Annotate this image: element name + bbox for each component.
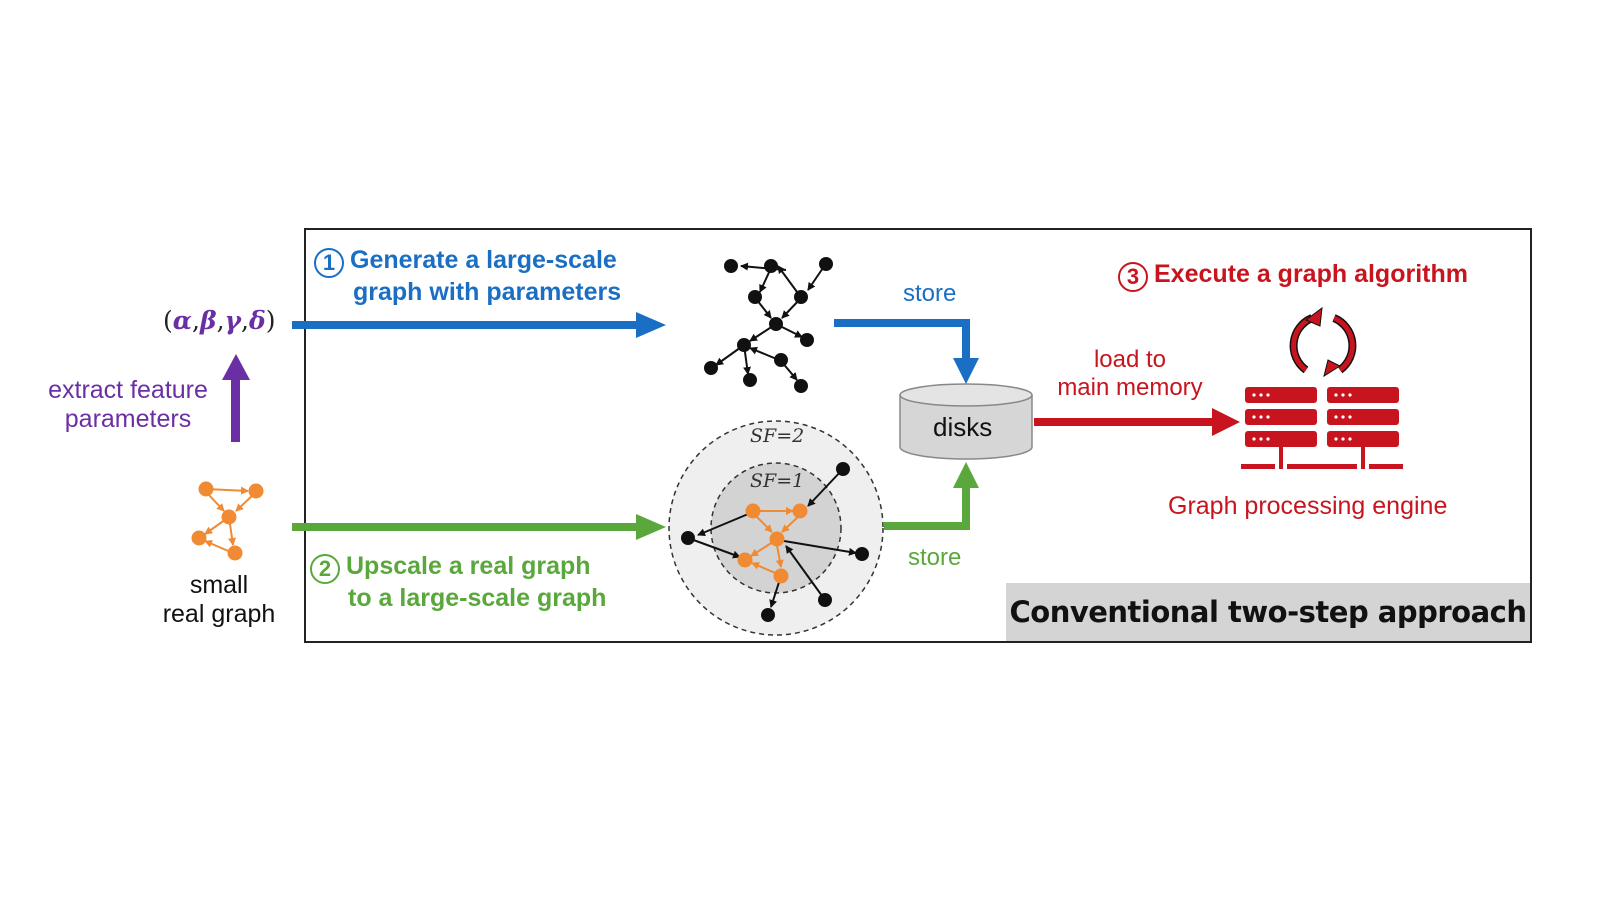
sf2-label: SF=2	[750, 425, 805, 447]
extract-arrow	[222, 354, 250, 442]
small-graph-label: small real graph	[162, 571, 276, 628]
approach-frame	[304, 228, 1532, 643]
store-arrow-top	[834, 319, 979, 384]
step1-number-badge: 1	[314, 248, 344, 278]
network-graph-icon	[704, 257, 833, 393]
step2-number-badge: 2	[310, 554, 340, 584]
extract-label: extract feature parameters	[48, 376, 208, 433]
approach-banner: Conventional two-step approach	[1006, 583, 1530, 641]
store-arrow-bottom	[884, 462, 979, 530]
load-label: load to main memory	[1057, 346, 1203, 401]
database-cylinder-icon	[899, 383, 1033, 460]
sf1-label: SF=1	[750, 470, 805, 492]
server-rack-icon	[1241, 387, 1403, 469]
engine-label: Graph processing engine	[1168, 492, 1448, 520]
small-graph-icon	[191, 481, 264, 561]
param-alpha: α	[172, 306, 193, 335]
step3-number-badge: 3	[1118, 262, 1148, 292]
store-label-bottom: store	[908, 544, 962, 571]
scaled-graph-icon	[668, 420, 884, 636]
parameters-tuple: (α,β,γ,δ)	[163, 306, 276, 335]
generate-arrow	[292, 312, 666, 338]
upscale-arrow	[292, 514, 666, 540]
store-label-top: store	[903, 280, 957, 307]
load-arrow	[1034, 408, 1240, 436]
param-delta: δ	[249, 306, 266, 335]
param-gamma: γ	[224, 306, 242, 335]
refresh-cycle-icon	[1289, 306, 1357, 378]
param-beta: β	[199, 306, 217, 335]
disks-label: disks	[933, 412, 993, 442]
